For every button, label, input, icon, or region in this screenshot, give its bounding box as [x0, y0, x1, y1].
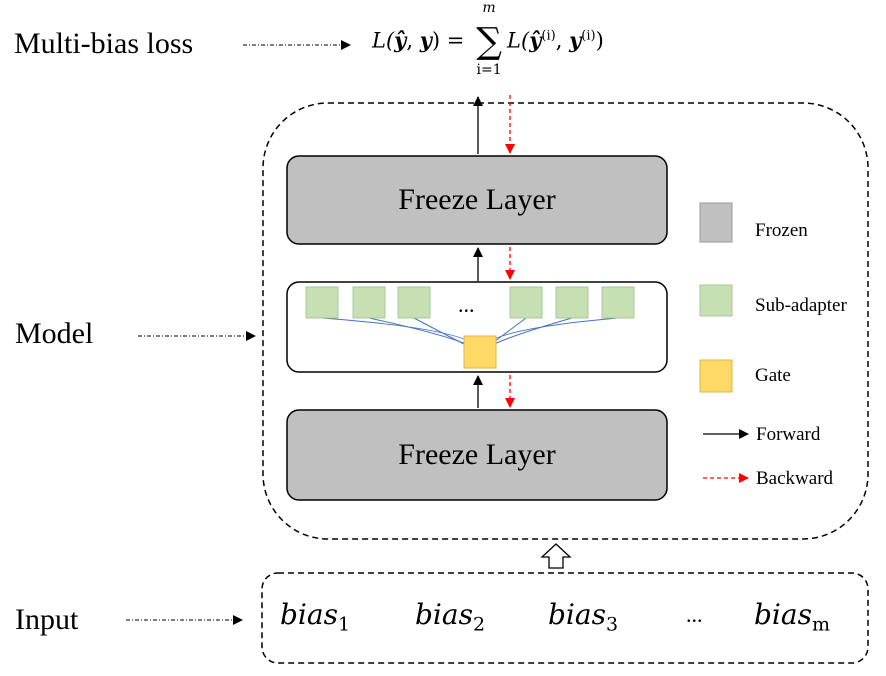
formula-sum-upper: m — [482, 0, 496, 16]
formula-rhs-open: ) = — [431, 28, 472, 53]
formula-term-comma: , — [555, 28, 570, 53]
formula-term-y: y — [569, 27, 582, 53]
adapter-ellipsis: ... — [458, 292, 475, 317]
input-bias-1: bias1 — [280, 598, 350, 636]
legend-backward-label: Backward — [756, 468, 834, 489]
formula-term-open: L( — [507, 28, 530, 53]
sub-adapter-4 — [509, 286, 543, 319]
freeze-layer-top-label: Freeze Layer — [398, 183, 556, 216]
formula-yhat: ŷ — [394, 27, 407, 53]
input-ellipsis: ... — [686, 602, 703, 627]
legend-frozen-label: Frozen — [755, 220, 808, 241]
formula-term-close: ) — [595, 28, 604, 53]
formula-lhs: L( — [372, 28, 395, 53]
input-bias-2: bias2 — [415, 598, 485, 636]
loss-label: Multi-bias loss — [14, 27, 194, 60]
sub-adapter-3 — [397, 286, 431, 319]
model-container — [262, 102, 869, 540]
input-bias-1-sub: 1 — [337, 613, 351, 636]
legend-gate-swatch — [699, 359, 733, 393]
input-label: Input — [15, 603, 79, 636]
gate-square — [463, 335, 497, 369]
formula-comma: , — [406, 28, 420, 53]
input-flow-arrow — [540, 543, 572, 569]
formula-sum-symbol: ∑ — [476, 21, 502, 62]
input-bias-3-base: bias — [548, 598, 606, 631]
freeze-layer-top-box — [286, 155, 668, 245]
formula-term-yhat: ŷ — [529, 27, 542, 53]
formula-term-sup-2: (i) — [581, 28, 596, 44]
input-bias-m-base: bias — [754, 598, 812, 631]
legend-sub-adapter-label: Sub-adapter — [755, 295, 847, 316]
formula-y: y — [419, 27, 432, 53]
input-bias-m: biasm — [754, 598, 830, 636]
freeze-layer-bottom-label: Freeze Layer — [398, 438, 556, 471]
sub-adapter-6 — [601, 286, 635, 319]
input-bias-3-sub: 3 — [605, 613, 619, 636]
input-bias-3: bias3 — [548, 598, 618, 636]
sub-adapter-5 — [555, 286, 589, 319]
formula-sum: m ∑i=1 — [471, 0, 507, 78]
formula-sum-lower: i=1 — [476, 62, 502, 78]
input-bias-2-sub: 2 — [472, 613, 486, 636]
freeze-layer-bottom-box — [286, 409, 668, 501]
sub-adapters — [305, 286, 635, 319]
legend-gate-label: Gate — [755, 365, 791, 386]
model-label: Model — [15, 317, 94, 350]
legend-sub-adapter-swatch — [699, 284, 733, 317]
legend-frozen-swatch — [699, 202, 733, 243]
formula-term-sup-1: (i) — [541, 28, 556, 44]
sub-adapter-2 — [352, 286, 386, 319]
legend-forward-label: Forward — [756, 424, 821, 445]
input-bias-m-sub: m — [811, 613, 830, 636]
input-bias-2-base: bias — [415, 598, 473, 631]
sub-adapter-1 — [305, 286, 339, 319]
pointer-arrows — [126, 40, 351, 625]
input-bias-1-base: bias — [280, 598, 338, 631]
